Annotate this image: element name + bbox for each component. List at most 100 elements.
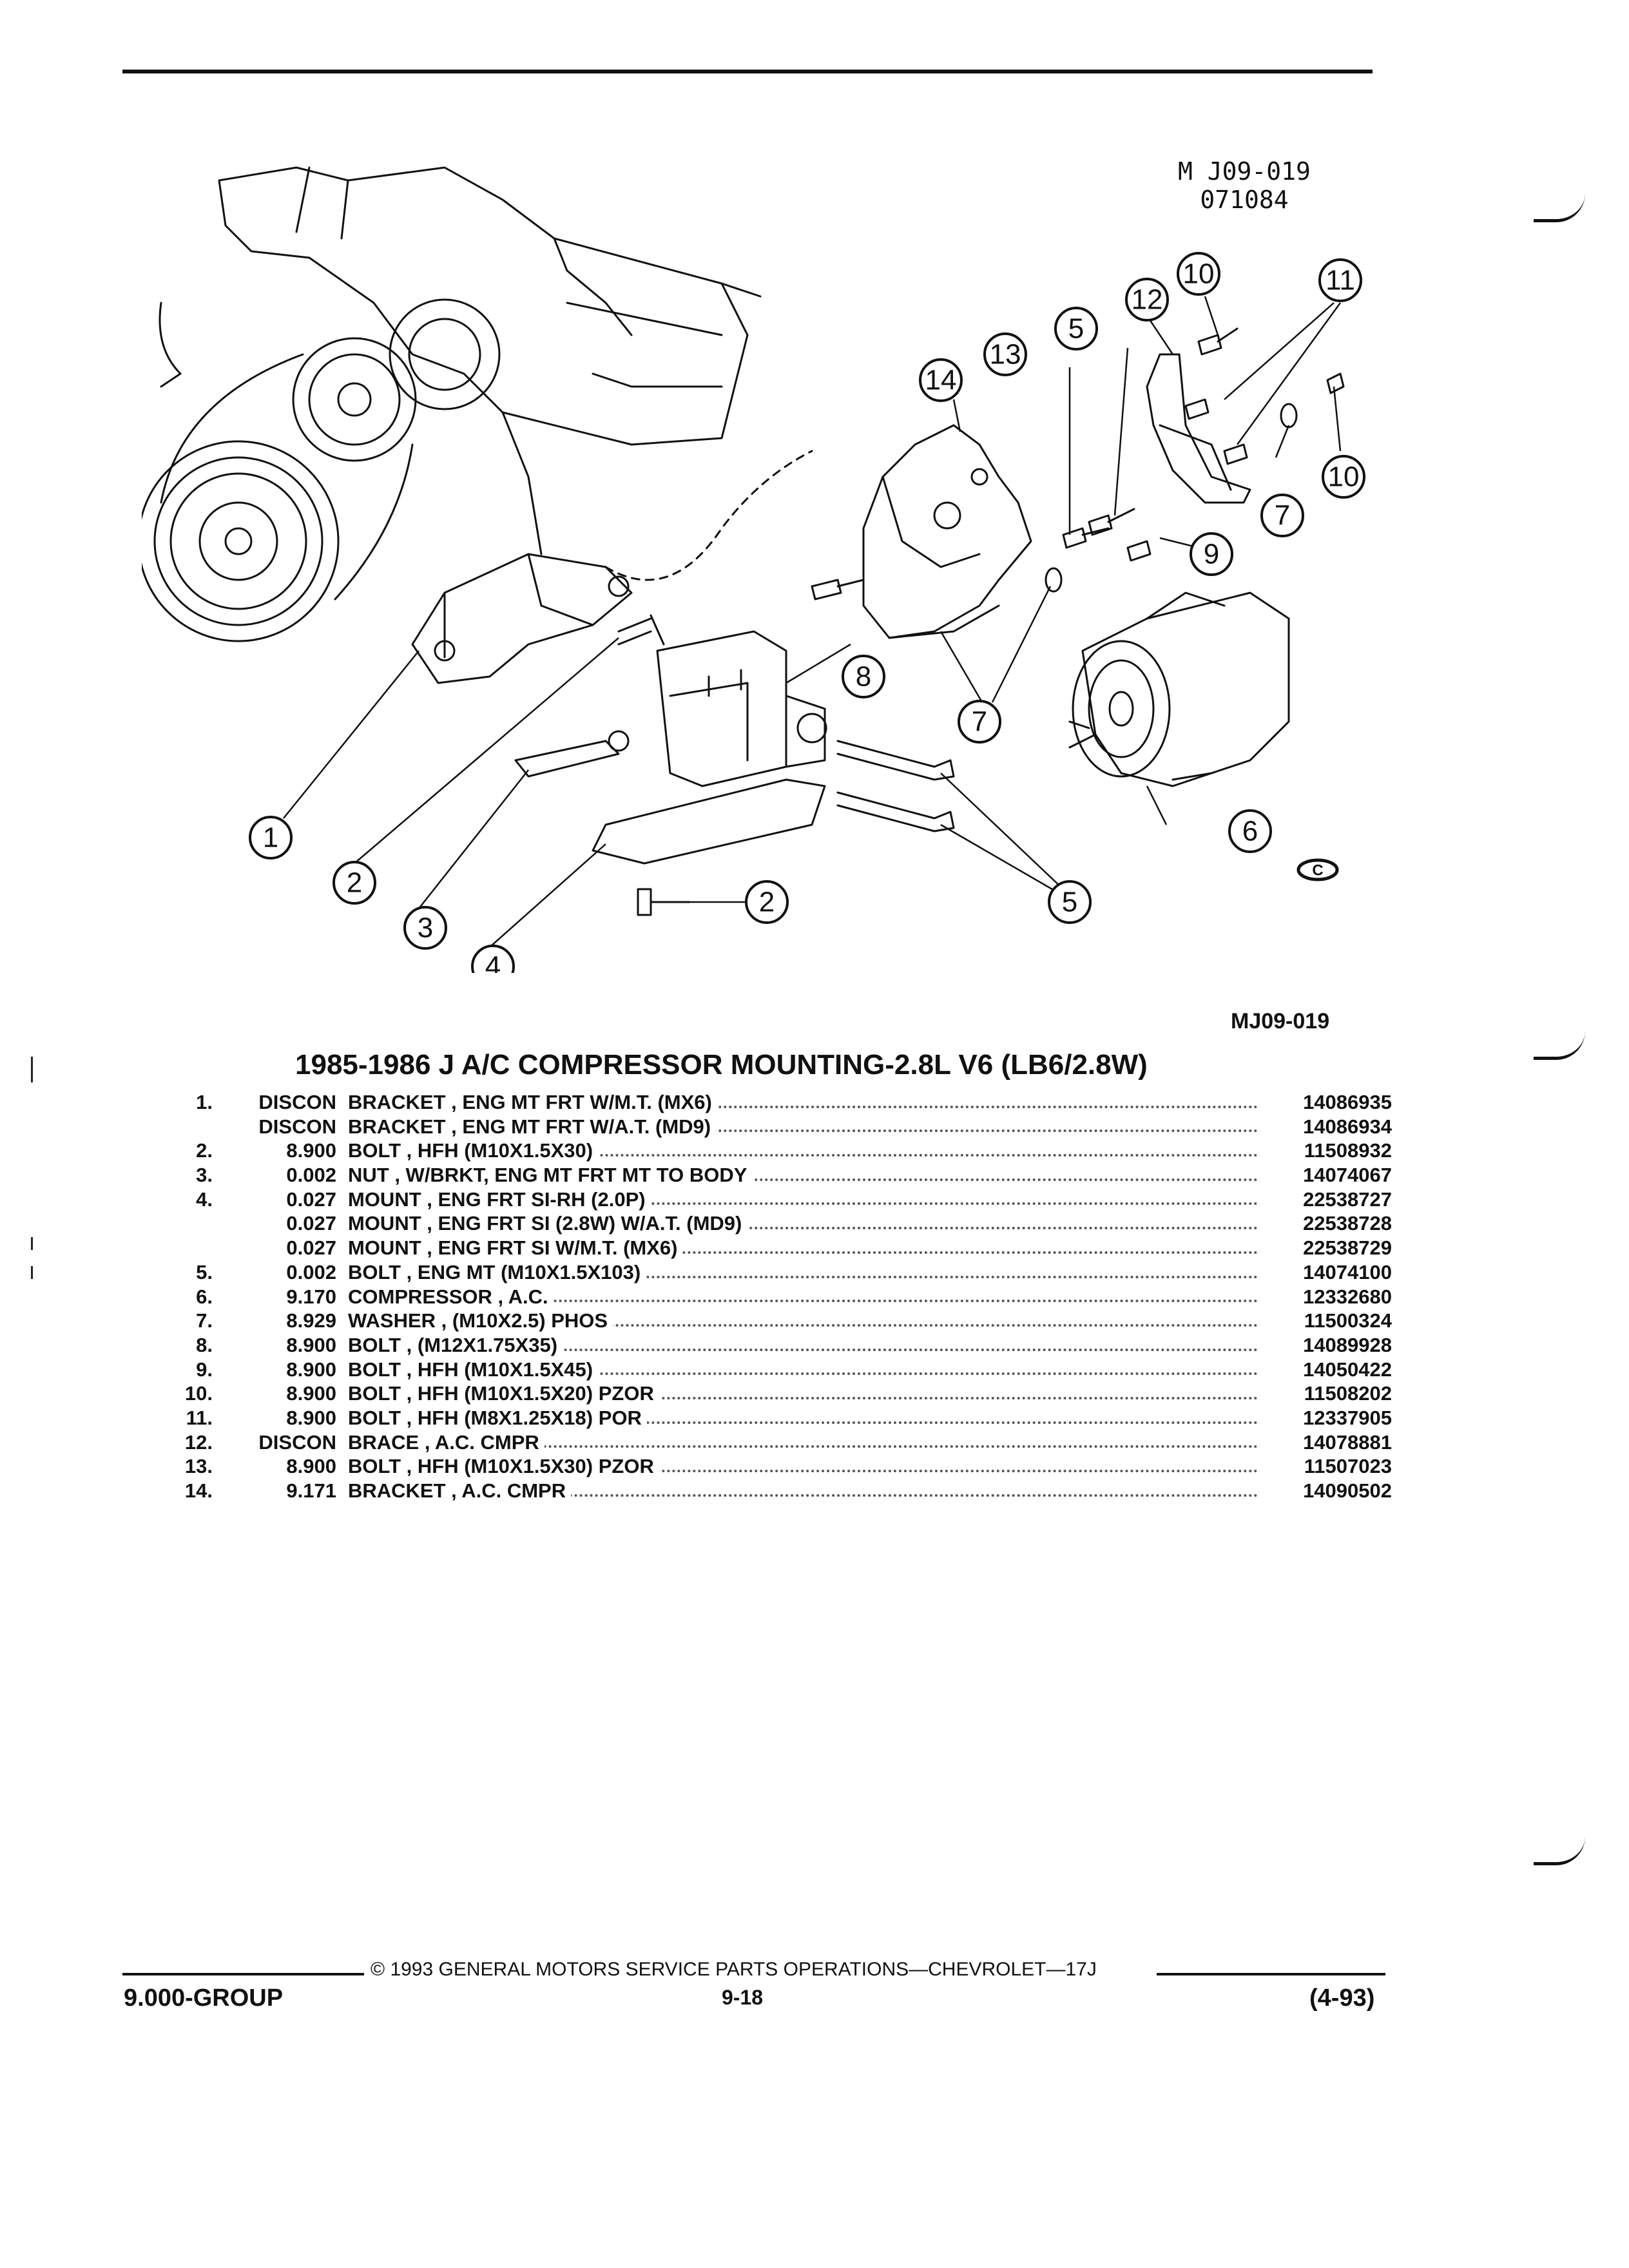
svg-text:9: 9 [1204,539,1219,570]
part-index: 9. [196,1358,213,1381]
part-description-text: BOLT , HFH (M10X1.5X30) [348,1139,599,1162]
margin-mark [31,1266,33,1279]
parts-row: 13. 8.900 BOLT , HFH (M10X1.5X30) PZOR 1150… [161,1454,1392,1479]
part-number: 22538729 [1303,1236,1392,1260]
part-description: BRACKET , ENG MT FRT W/A.T. (MD9) [348,1115,1263,1139]
part-description: BOLT , HFH (M10X1.5X20) PZOR [348,1381,1263,1406]
part-description: BOLT , HFH (M10X1.5X30) [348,1139,1263,1163]
group-label: 9.000-GROUP [124,1984,284,2012]
part-index: 14. [184,1479,213,1502]
part-description: BOLT , HFH (M10X1.5X45) [348,1358,1263,1382]
part-description-text: BRACKET , ENG MT FRT W/M.T. (MX6) [348,1091,717,1113]
part-number: 11500324 [1304,1309,1392,1332]
svg-text:11: 11 [1325,265,1355,296]
svg-text:5: 5 [1068,313,1084,345]
part-number: 14050422 [1303,1358,1392,1381]
svg-text:10: 10 [1328,461,1360,493]
part-description-text: BOLT , HFH (M10X1.5X20) PZOR [348,1382,659,1405]
callout-9: 9 [1190,532,1233,576]
part-code: 8.929 [286,1309,336,1332]
part-description: MOUNT , ENG FRT SI-RH (2.0P) [348,1187,1263,1212]
part-code: 8.900 [286,1382,336,1405]
part-index [161,1211,213,1236]
callout-5: 5 [1054,307,1098,351]
footer-rule [122,1973,364,1975]
callout-7: 7 [958,700,1001,744]
nut-bracket [514,730,630,778]
part-code: DISCON [258,1115,336,1138]
part-description: BOLT , (M12X1.75X35) [348,1333,1263,1358]
part-description: BRACKET , ENG MT FRT W/M.T. (MX6) [348,1090,1263,1115]
part-code: 9.170 [286,1285,336,1308]
part-description: BRACKET , A.C. CMPR [348,1479,1263,1503]
part-description-text: BOLT , HFH (M10X1.5X30) PZOR [348,1455,659,1478]
copyright-notice: © 1993 GENERAL MOTORS SERVICE PARTS OPER… [371,1959,1097,1980]
callout-2: 2 [745,880,789,924]
top-rule [122,70,1373,73]
callout-13: 13 [983,332,1027,376]
part-index: 11. [186,1406,213,1429]
svg-text:C: C [1312,862,1323,879]
bolt [637,888,691,916]
figure-code-line: 071084 [1200,186,1289,214]
callout-8: 8 [842,655,885,698]
compressor-brace [1146,353,1251,504]
exploded-parts-diagram: 1 2 3 4 2 5 5 6 7 7 8 9 10 10 11 12 13 1… [142,166,1365,973]
part-description: NUT , W/BRKT, ENG MT FRT MT TO BODY [348,1163,1263,1187]
part-code: 8.900 [286,1455,336,1478]
part-number: 22538727 [1303,1187,1392,1211]
part-description: MOUNT , ENG FRT SI W/M.T. (MX6) [348,1236,1263,1260]
footer-rule [1157,1973,1385,1975]
callout-5: 5 [1048,880,1092,924]
part-index: 12. [184,1430,213,1454]
svg-text:2: 2 [347,867,362,899]
part-code: 0.002 [286,1260,336,1283]
engine-mount [592,630,827,865]
part-number: 14074100 [1303,1260,1392,1283]
part-description-text: WASHER , (M10X2.5) PHOS [348,1309,613,1332]
part-code: 8.900 [286,1139,336,1162]
parts-row: 14. 9.171 BRACKET , A.C. CMPR 14090502 [161,1479,1392,1503]
engine-mount-bracket [411,553,633,684]
part-index: 2. [196,1139,213,1162]
part-description-text: MOUNT , ENG FRT SI (2.8W) W/A.T. (MD9) [348,1212,747,1235]
svg-text:1: 1 [263,822,278,854]
margin-mark [1534,1836,1585,1865]
part-description: BOLT , HFH (M10X1.5X30) PZOR [348,1454,1263,1479]
part-description-text: COMPRESSOR , A.C. [348,1285,554,1308]
part-index [161,1236,213,1260]
svg-text:5: 5 [1062,887,1077,918]
part-number: 14090502 [1303,1479,1392,1502]
part-description-text: BOLT , HFH (M10X1.5X45) [348,1358,599,1381]
callout-4: 4 [471,945,515,973]
callout-3: 3 [403,906,447,950]
callout-10: 10 [1177,252,1220,296]
part-index: 3. [196,1164,213,1187]
part-index: 13. [184,1455,213,1478]
figure-code: M J09-019 071084 [1178,157,1311,214]
accessory-pulley [292,298,501,462]
part-index: 8. [196,1333,213,1356]
part-code: 9.171 [286,1479,336,1502]
part-code: 0.002 [286,1164,336,1187]
part-number: 14074067 [1303,1164,1392,1187]
part-index [161,1115,213,1139]
compressor [1068,591,1290,787]
part-number: 11507023 [1304,1455,1392,1478]
svg-text:3: 3 [418,912,433,944]
part-number: 11508202 [1304,1382,1392,1405]
section-title: 1985-1986 J A/C COMPRESSOR MOUNTING-2.8L… [295,1049,1148,1081]
part-description: BOLT , HFH (M8X1.25X18) POR [348,1406,1263,1430]
washer [1045,567,1063,593]
part-index: 1. [196,1091,213,1113]
callout-6: 6 [1228,809,1272,853]
parts-list: 1. DISCON BRACKET , ENG MT FRT W/M.T. (MX6… [161,1090,1392,1503]
crank-pulley [142,440,340,642]
svg-text:12: 12 [1132,284,1163,316]
part-index: 7. [196,1309,213,1332]
engine-outline [159,166,762,555]
part-code: 8.900 [286,1406,336,1429]
